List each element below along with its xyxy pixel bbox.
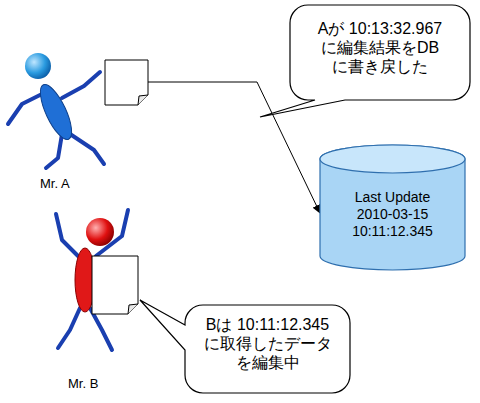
person-label: Mr. A <box>40 176 70 191</box>
document-sheet <box>92 256 138 314</box>
speech-bubble: Aが 10:13:32.967 に編集結果をDB に書き戻した <box>290 5 470 100</box>
bubble-shape <box>140 300 350 393</box>
bubble-text: Aが 10:13:32.967 に編集結果をDB に書き戻した <box>310 19 450 77</box>
person-label: Mr. B <box>68 376 98 391</box>
cylinder-body <box>320 145 465 270</box>
document-sheet <box>105 60 148 105</box>
bubble-text: Bは 10:11:12.345 に取得したデータ を編集中 <box>198 315 338 373</box>
write-back-arrow <box>148 82 320 213</box>
bubble-shape <box>260 5 470 117</box>
speech-bubble: Bは 10:11:12.345 に取得したデータ を編集中 <box>185 305 350 393</box>
person-a-figure <box>8 53 104 168</box>
cylinder-top <box>320 145 465 173</box>
db-text: Last Update 2010-03-15 10:11:12.345 <box>343 189 443 239</box>
database-cylinder: Last Update 2010-03-15 10:11:12.345 <box>320 145 465 270</box>
